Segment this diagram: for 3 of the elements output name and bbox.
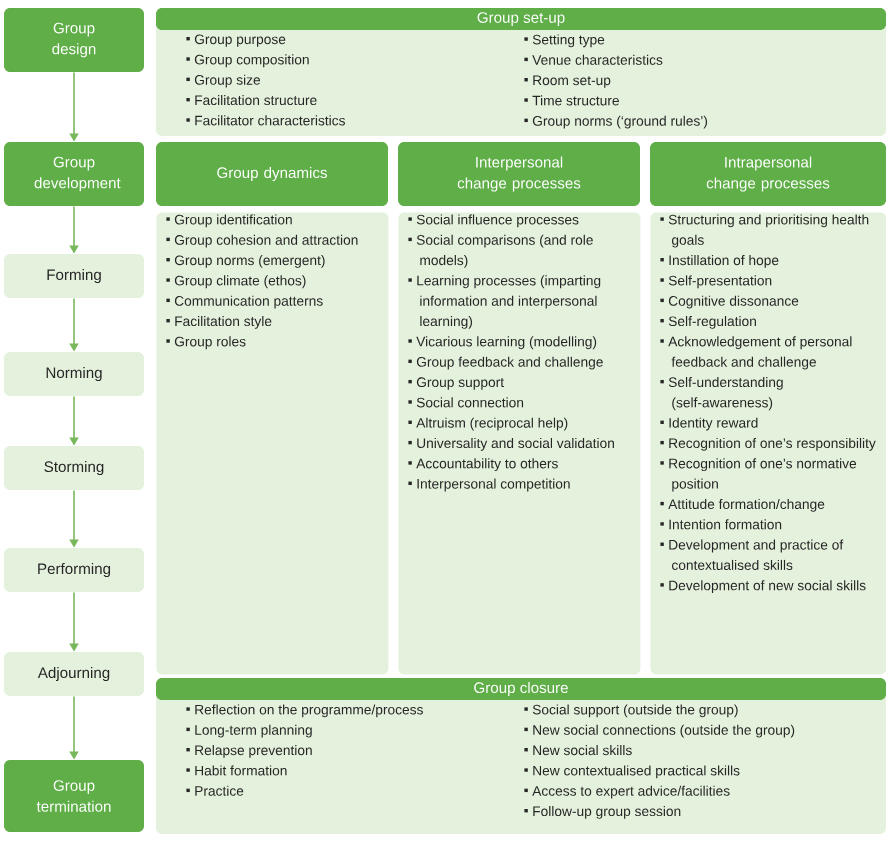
list-panel (398, 212, 641, 675)
list-panel (650, 212, 886, 675)
list-panel (156, 212, 389, 675)
